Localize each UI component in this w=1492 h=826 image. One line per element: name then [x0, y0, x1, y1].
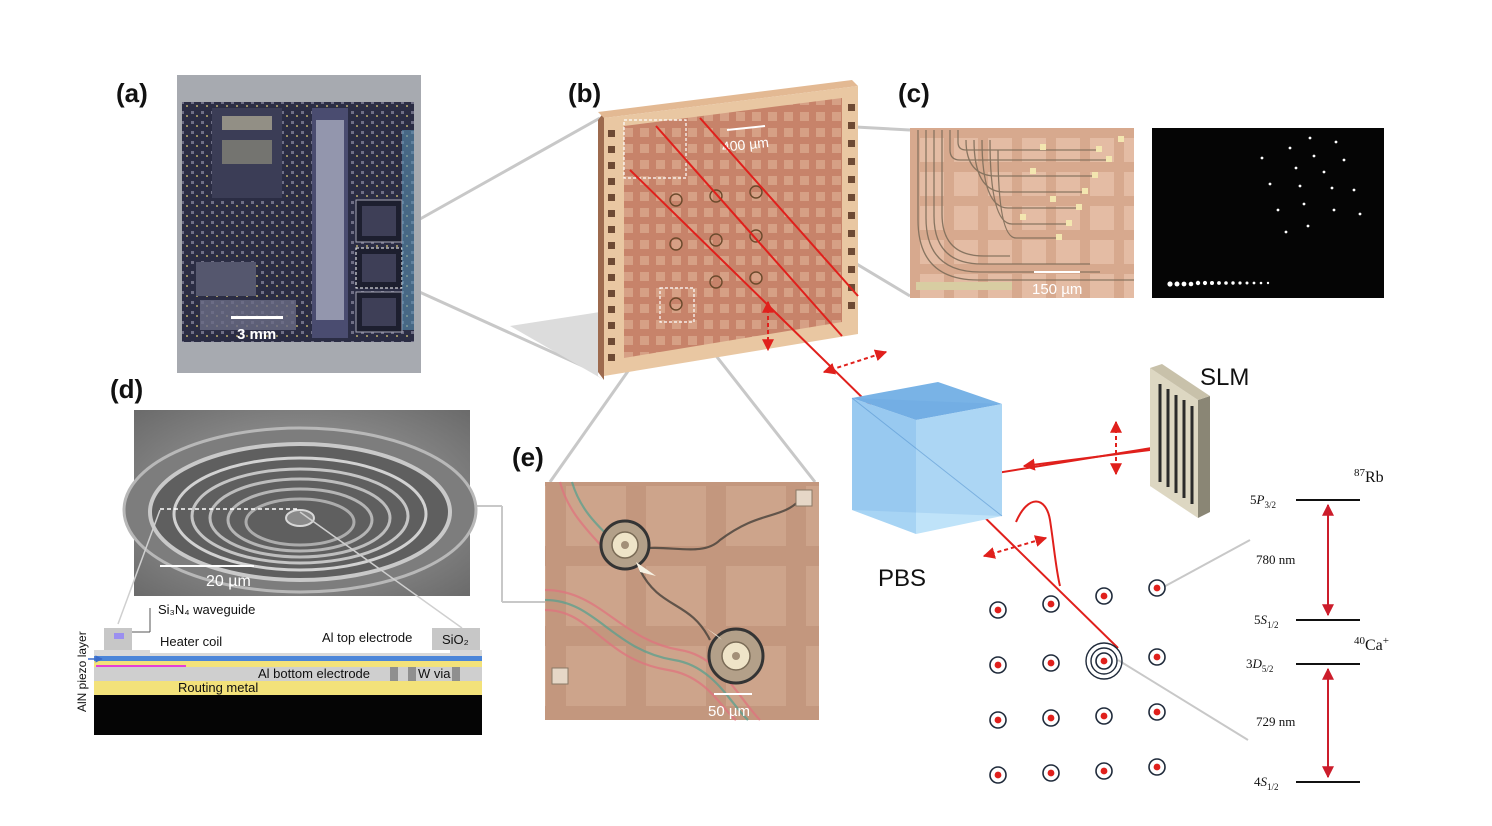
- rb-upper-label: 5P3/2: [1250, 492, 1276, 510]
- slm-device: [1150, 364, 1210, 518]
- ca-upper-label: 3D5/2: [1246, 656, 1273, 674]
- scalebar-d-label: 20 µm: [206, 573, 251, 590]
- chip-pads: [608, 104, 855, 361]
- chip-grid: [624, 98, 842, 358]
- atom-site: [1042, 654, 1060, 672]
- chip-side: [598, 112, 604, 380]
- pbs-cube: [851, 382, 1003, 534]
- chip-top-edge: [598, 80, 858, 118]
- cs-w-via-label: W via: [418, 666, 451, 681]
- atom-site: [1148, 648, 1166, 666]
- panel-label-d: (d): [110, 374, 143, 404]
- panel-c: 150 µm (c): [898, 78, 1384, 298]
- chip-rings: [669, 185, 763, 311]
- level-diagrams: 87Rb 5P3/2 5S1/2 780 nm 40Ca+ 3D5/2 4S1/…: [1246, 467, 1389, 792]
- ring-resonator-1: [599, 519, 656, 576]
- pbs-front-face: [852, 398, 916, 534]
- translation-arrows: [762, 300, 1122, 559]
- panel-label-e: (e): [512, 442, 544, 472]
- panel-label-b: (b): [568, 78, 601, 108]
- pbs-side-face: [916, 404, 1002, 534]
- atom-site: [1042, 764, 1060, 782]
- scalebar-a-label: 3 mm: [237, 326, 276, 343]
- panel-label-a: (a): [116, 78, 148, 108]
- atom-site: [1042, 709, 1060, 727]
- cs-bottom-electrode-label: Al bottom electrode: [258, 666, 370, 681]
- atom-site: [1148, 579, 1166, 597]
- rb-wavelength-label: 780 nm: [1256, 552, 1295, 567]
- scalebar-c-label: 150 µm: [1032, 281, 1082, 298]
- atom-site: [989, 711, 1007, 729]
- pbs-label: PBS: [878, 565, 926, 592]
- ring-micrograph: [545, 482, 819, 720]
- pbs-top-face: [852, 382, 1002, 420]
- routing-micrograph: [910, 128, 1134, 298]
- chip-inset-box-c: [623, 119, 687, 179]
- panel-d: 20 µm Si₃N₄ waveguide Heater coil Al top…: [75, 374, 482, 735]
- cs-heater-label: Heater coil: [160, 634, 222, 649]
- cs-sio2-label: SiO₂: [442, 632, 469, 647]
- slm-label: SLM: [1200, 364, 1249, 391]
- cs-top-electrode-label: Al top electrode: [322, 630, 412, 645]
- atom-site: [1095, 762, 1113, 780]
- cross-section: [88, 628, 482, 735]
- atom-site: [1042, 595, 1060, 613]
- rb-species-label: 87Rb: [1354, 467, 1384, 486]
- chip-shadow: [510, 312, 604, 380]
- ca-lower-label: 4S1/2: [1254, 774, 1279, 792]
- atom-site: [1095, 707, 1113, 725]
- atom-site: [1148, 758, 1166, 776]
- panel-label-c: (c): [898, 78, 930, 108]
- spot-pattern: [1260, 136, 1362, 234]
- ca-species-label: 40Ca+: [1354, 635, 1389, 654]
- spot-row: [1167, 280, 1270, 287]
- cs-piezo-label: AlN piezo layer: [75, 631, 89, 712]
- atom-site: [1148, 703, 1166, 721]
- atom-array: [989, 579, 1166, 784]
- ring-resonator-2: [706, 627, 765, 685]
- atom-site: [1095, 587, 1113, 605]
- rb-lower-label: 5S1/2: [1254, 612, 1279, 630]
- sem-ring-structure: [122, 426, 478, 594]
- scalebar-b-label: 400 µm: [721, 134, 769, 155]
- ca-wavelength-label: 729 nm: [1256, 714, 1295, 729]
- atom-site: [989, 601, 1007, 619]
- atom-site: [1085, 642, 1123, 680]
- panel-a: 3 mm (a): [116, 75, 421, 373]
- slm-beam-arrow: [1022, 449, 1151, 471]
- panel-e: 50 µm (e): [512, 442, 819, 721]
- scalebar-e-label: 50 µm: [708, 703, 750, 720]
- atom-site: [989, 766, 1007, 784]
- chip-inset-box-e: [659, 287, 695, 323]
- atom-site: [989, 656, 1007, 674]
- panel-b: 400 µm (b): [510, 78, 858, 380]
- spot-pattern-image: [1152, 128, 1384, 298]
- cs-routing-label: Routing metal: [178, 680, 258, 695]
- cs-waveguide-label: Si₃N₄ waveguide: [158, 602, 255, 617]
